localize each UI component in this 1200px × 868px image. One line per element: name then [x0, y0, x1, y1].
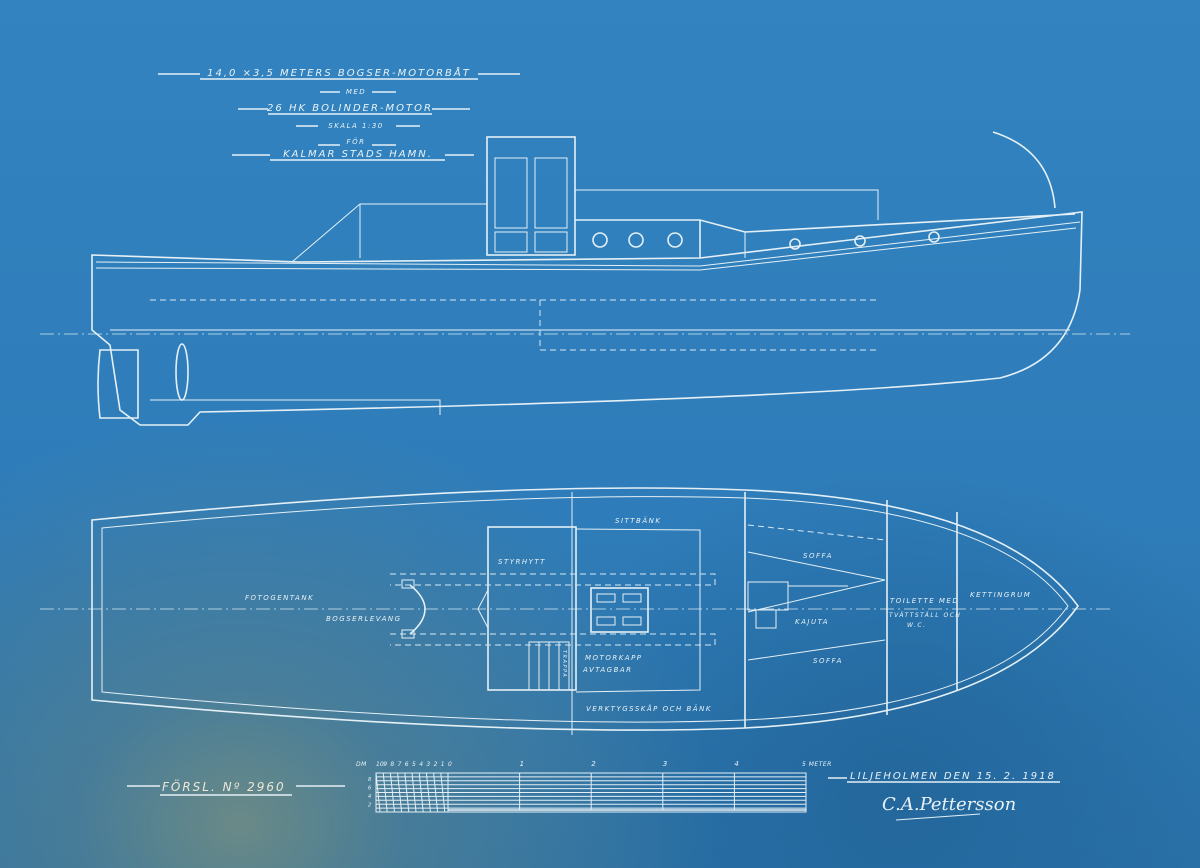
label-toilette-2: TVÄTTSTÄLL OCH	[889, 612, 961, 619]
scale-dm-tick: 7	[398, 761, 402, 768]
scale-end-label: 5 METER	[802, 761, 832, 768]
scale-meter-tick: 3	[663, 760, 669, 768]
scale-dm-tick: 10	[376, 761, 384, 768]
proposal-number: FÖRSL. Nº 2960	[162, 778, 286, 794]
scale-dm-tick: 1	[441, 761, 445, 768]
label-bogserlevang: BOGSERLEVANG	[326, 615, 402, 623]
plan-view	[40, 487, 1110, 735]
scale-dm-label: DM	[356, 761, 367, 768]
label-toilette-1: TOILETTE MED	[890, 597, 959, 605]
label-kettingrum: KETTINGRUM	[970, 591, 1031, 599]
scale-side-tick: 6	[368, 786, 371, 792]
scale-dm-tick: 6	[405, 761, 409, 768]
scale-meter-tick: 1	[520, 760, 526, 768]
title-line-4: SKALA 1:30	[328, 122, 383, 130]
scale-dm-tick: 9	[383, 761, 387, 768]
label-sittbank: SITTBÄNK	[615, 516, 661, 525]
label-motorkapp: MOTORKAPP	[585, 654, 643, 662]
title-line-1: 14,0 ×3,5 METERS BOGSER-MOTORBÅT	[207, 66, 471, 79]
label-trappa: TRAPPA	[561, 650, 567, 678]
scale-dm-tick: 0	[448, 761, 452, 768]
label-soffa-bottom: SOFFA	[813, 657, 843, 665]
title-line-3: 26 HK BOLINDER-MOTOR	[267, 103, 433, 114]
plan-labels: FOTOGENTANK BOGSERLEVANG STYRHYTT SITTBÄ…	[245, 516, 1031, 713]
signature: C.A.Pettersson	[882, 794, 1016, 815]
scale-dm-tick: 3	[426, 761, 430, 768]
scale-side-tick: 4	[368, 794, 371, 800]
footer: FÖRSL. Nº 2960 LILJEHOLMEN DEN 15. 2. 19…	[127, 771, 1060, 821]
label-toilette-3: W.C.	[907, 622, 926, 629]
label-avtagbar: AVTAGBAR	[582, 666, 633, 674]
scale-meter-tick: 2	[591, 760, 597, 768]
title-line-2: MED	[346, 88, 366, 96]
label-soffa-top: SOFFA	[803, 552, 833, 560]
scale-side-tick: 2	[368, 803, 371, 809]
title-block: 14,0 ×3,5 METERS BOGSER-MOTORBÅT MED 26 …	[158, 66, 520, 161]
label-verktygsskap: VERKTYGSSKÅP OCH BÄNK	[586, 704, 712, 713]
place-date: LILJEHOLMEN DEN 15. 2. 1918	[850, 771, 1056, 782]
label-fotogentank: FOTOGENTANK	[245, 594, 314, 602]
scale-dm-tick: 2	[434, 761, 438, 768]
scale-dm-tick: 8	[390, 761, 394, 768]
profile-view	[40, 131, 1130, 426]
scale-meter-tick: 4	[734, 760, 740, 768]
scale-dm-tick: 4	[419, 761, 423, 768]
title-line-5: FÖR	[347, 137, 366, 146]
label-kajuta: KAJUTA	[795, 618, 829, 626]
scale-side-tick: 8	[368, 777, 371, 783]
scale-dm-tick: 5	[412, 761, 416, 768]
label-styrhytt: STYRHYTT	[498, 558, 546, 566]
title-line-6: KALMAR STADS HAMN.	[283, 149, 433, 160]
